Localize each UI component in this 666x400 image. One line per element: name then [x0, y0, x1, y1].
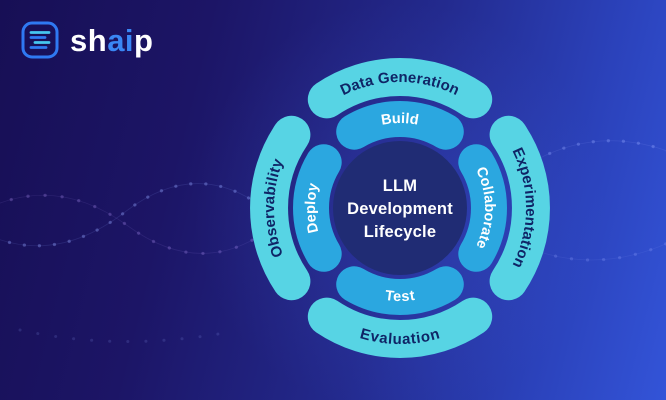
svg-text:Build: Build	[380, 111, 420, 129]
center-title-line1: LLM	[383, 177, 418, 195]
outer-segment-data-generation	[307, 58, 493, 119]
shaip-logo-icon	[21, 21, 59, 59]
inner-segment-build	[336, 101, 464, 150]
shaip-logo: shaip	[20, 20, 153, 60]
inner-segment-test	[336, 266, 464, 315]
center-title-line2: Development	[347, 200, 453, 218]
shaip-logo-wordmark: shaip	[70, 25, 153, 56]
inner-segment-deploy	[293, 144, 342, 272]
llm-lifecycle-diagram: Data Generation Experimentation Evaluati…	[245, 53, 555, 363]
svg-text:Deploy: Deploy	[303, 181, 322, 234]
wordmark-suffix: p	[134, 22, 154, 58]
center-title-line3: Lifecycle	[364, 223, 436, 241]
inner-label-deploy: Deploy	[303, 181, 322, 234]
outer-segment-observability	[250, 115, 311, 301]
inner-label-test: Test	[384, 288, 416, 305]
inner-label-build: Build	[380, 111, 420, 129]
wordmark-prefix: sh	[70, 22, 108, 58]
outer-label-evaluation: Evaluation	[358, 325, 441, 348]
center-circle	[333, 141, 467, 275]
inner-segment-collaborate	[458, 144, 507, 272]
wordmark-highlight: ai	[107, 22, 135, 58]
outer-segment-evaluation	[307, 297, 493, 358]
svg-text:Test: Test	[384, 288, 416, 305]
svg-text:Evaluation: Evaluation	[358, 325, 441, 348]
outer-segment-experimentation	[489, 115, 550, 301]
